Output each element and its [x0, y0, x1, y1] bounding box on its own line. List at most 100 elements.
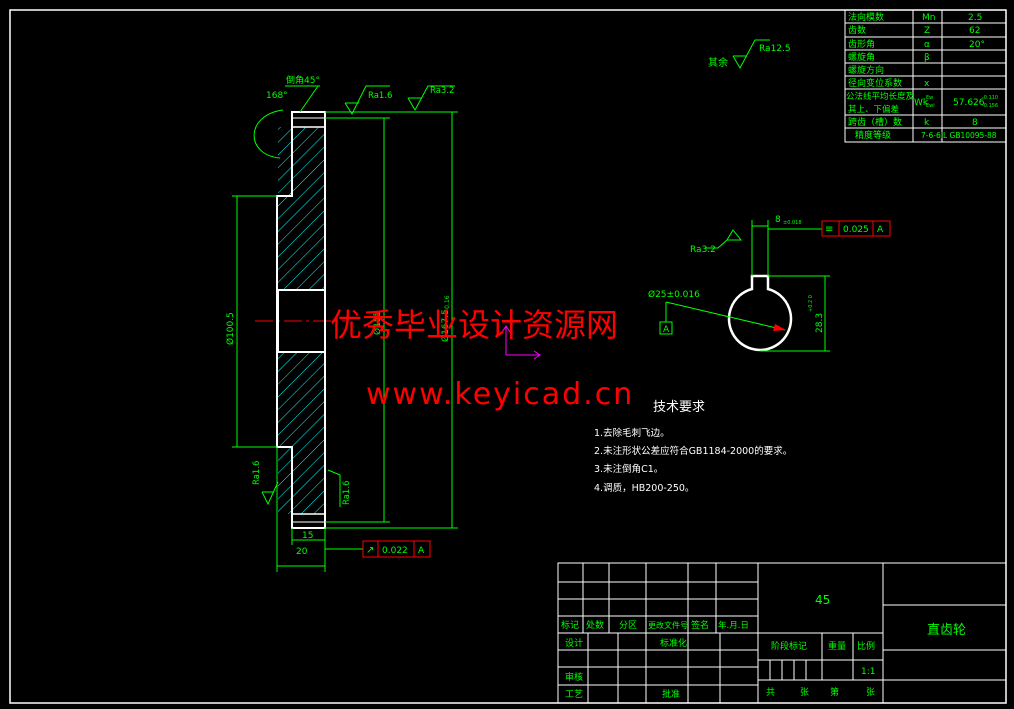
symmetry-tolerance-frame: ≡ 0.025 A: [821, 220, 891, 237]
watermark-cn: 优秀毕业设计资源网: [330, 306, 618, 344]
scale-value: 1:1: [861, 667, 875, 677]
roughness-ra32-hub: Ra3.2: [690, 245, 716, 255]
part-name: 直齿轮: [927, 623, 966, 638]
dia-167-tol: -0.16: [444, 295, 451, 311]
material: 45: [815, 593, 830, 607]
param-name: 螺旋角: [848, 51, 875, 63]
param-symbol: Z: [924, 26, 930, 36]
param-value: 8: [972, 118, 978, 128]
hub-dimension-text: 8 ±0.018 Ra3.2 Ø25±0.016 28.3 +0.2 0: [648, 215, 825, 333]
tech-title: 技术要求: [653, 400, 705, 415]
chamfer-label: 倒角45°: [286, 74, 320, 86]
param-name: 精度等级: [855, 129, 891, 141]
watermark-url: www.keyicad.cn: [366, 377, 634, 412]
wk-tol-sym-b: Ewi: [926, 103, 935, 109]
approve-label: 批准: [662, 688, 680, 700]
check-label: 审核: [565, 671, 583, 683]
keyway-width: 8: [775, 215, 781, 225]
dia-155: Ø155: [372, 311, 383, 335]
rest-ra-value: Ra12.5: [759, 44, 791, 54]
runout-ref: A: [418, 546, 425, 556]
symmetry-ref: A: [877, 225, 884, 235]
total-label: 共: [766, 687, 775, 698]
keyway-depth-tol: +0.2 0: [808, 295, 814, 312]
bore: [277, 289, 326, 353]
header-doc: 更改文件号: [648, 620, 688, 630]
runout-tolerance-frame: ↗ 0.022 A: [362, 540, 431, 558]
gear-outline: [276, 111, 326, 529]
param-name: 跨齿（槽）数: [848, 116, 902, 128]
datum-a-label: A: [663, 325, 670, 335]
drawing-frame: [9, 9, 1007, 704]
param-name: 径向变位系数: [848, 77, 902, 89]
param-name: 公法线平均长度及: [846, 91, 915, 102]
tech-item: 1.去除毛刺飞边。: [594, 427, 670, 439]
tech-item: 4.调质，HB200-250。: [594, 482, 694, 494]
ra-16-right: Ra1.6: [342, 481, 352, 505]
param-value: 62: [969, 26, 980, 36]
angle-label: 168°: [266, 91, 288, 101]
section-dimension-text: 倒角45° 168° Ø100.5 Ø155 Ø167.5 -0.16 15 2…: [225, 74, 451, 557]
section-roughness-text: Ra1.6 Ra3.2 Ra1.6 Ra1.6: [252, 86, 454, 505]
param-symbol: k: [924, 118, 930, 128]
sheet-label: 第: [830, 686, 839, 698]
param-name: 法向模数: [848, 11, 884, 23]
header-zone: 分区: [619, 620, 637, 631]
param-symbol: α: [924, 40, 930, 50]
runout-symbol: ↗: [366, 545, 374, 556]
process-label: 工艺: [565, 689, 583, 700]
param-value: 20°: [969, 40, 985, 50]
param-symbol: Wk: [914, 98, 929, 108]
keyway-depth: 28.3: [815, 313, 825, 333]
header-mark: 标记: [561, 619, 579, 631]
param-value: 2.5: [968, 13, 982, 23]
datum-a-marker: A: [659, 302, 673, 335]
symmetry-value: 0.025: [843, 225, 869, 235]
design-label: 设计: [565, 637, 583, 649]
param-name: 齿数: [848, 24, 866, 36]
title-block-text: 45 直齿轮 标记 处数 分区 更改文件号 签名 年.月.日 设计 标准化 审核…: [561, 593, 966, 700]
parameter-table-text: 法向模数 Mn 2.5 齿数 Z 62 齿形角 α 20° 螺旋角 β 螺旋方向…: [846, 11, 998, 141]
watermark: 优秀毕业设计资源网 www.keyicad.cn: [330, 306, 634, 412]
tech-item: 3.未注倒角C1。: [594, 463, 663, 475]
section-dimensions: [232, 85, 458, 572]
hub-dimensions: [705, 220, 830, 352]
title-block: [557, 562, 1007, 704]
section-roughness: [261, 85, 455, 507]
header-sign: 签名: [691, 619, 709, 631]
bore-with-keyway: [727, 274, 793, 352]
scale-label: 比例: [857, 640, 875, 652]
wk-tol-lower: -0.156: [982, 103, 998, 109]
ra-16-left: Ra1.6: [252, 461, 262, 485]
runout-value: 0.022: [382, 546, 408, 556]
rest-label: 其余: [708, 56, 728, 69]
wk-tol-sym-a: Ew: [926, 95, 933, 101]
param-symbol: x: [924, 79, 930, 89]
lower-hatch: [278, 352, 325, 514]
standard-label: 标准化: [660, 637, 687, 649]
keyway-tol: ±0.018: [783, 220, 802, 226]
tech-item: 2.未注形状公差应符合GB1184-2000的要求。: [594, 445, 792, 457]
dia-167: Ø167.5: [440, 309, 451, 342]
rest-roughness: 其余 Ra12.5: [708, 39, 791, 70]
bore-leader: [665, 301, 786, 331]
hub-end-view: [665, 274, 793, 352]
gear-parameter-table: [844, 9, 1007, 143]
ra-32-top: Ra3.2: [430, 86, 454, 96]
param-name: 其上、下偏差: [848, 104, 899, 115]
header-count: 处数: [586, 619, 604, 631]
weight-label: 重量: [828, 640, 846, 652]
stage-label: 阶段标记: [771, 640, 807, 652]
technical-requirements: 技术要求 1.去除毛刺飞边。 2.未注形状公差应符合GB1184-2000的要求…: [594, 400, 792, 494]
bore-diameter: Ø25±0.016: [648, 289, 700, 300]
sheets-label: 张: [800, 687, 809, 698]
param-name: 齿形角: [848, 38, 875, 50]
param-value: 7-6-6JL GB10095-88: [921, 131, 997, 140]
sheets-label-2: 张: [866, 687, 875, 698]
param-value: 57.626: [953, 98, 985, 108]
param-symbol: β: [924, 53, 930, 63]
ucs-axis-icon: [501, 325, 541, 360]
dia-100: Ø100.5: [225, 312, 236, 345]
header-date: 年.月.日: [718, 620, 749, 631]
